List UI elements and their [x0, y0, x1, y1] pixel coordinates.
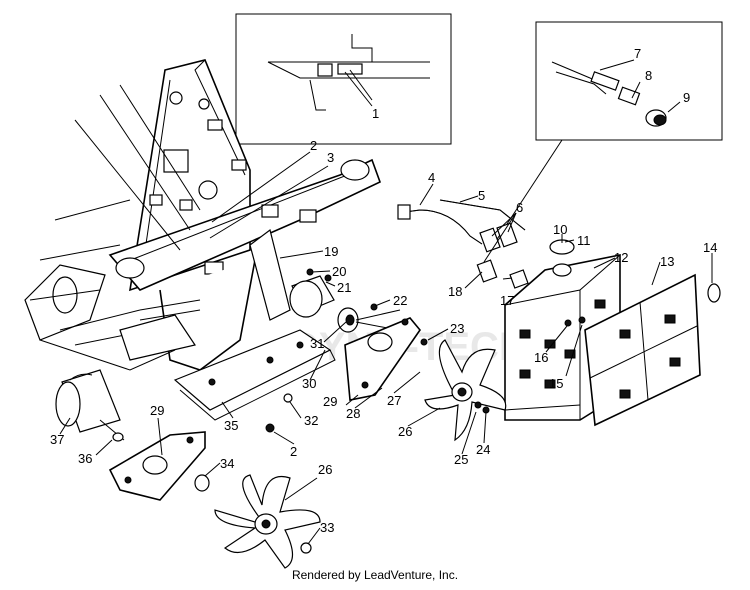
callout-5: 5: [478, 188, 485, 203]
inset-detail-2: [489, 21, 723, 251]
callout-36: 36: [78, 451, 92, 466]
callout-11: 11: [577, 233, 591, 248]
callout-21: 21: [337, 280, 351, 295]
callout-20: 20: [332, 264, 346, 279]
callout-10: 10: [553, 222, 567, 237]
callout-19: 19: [324, 244, 338, 259]
screen: [584, 273, 721, 427]
callout-13: 13: [660, 254, 674, 269]
bracket-upper: [344, 317, 422, 401]
bracket-lower: [108, 431, 206, 501]
callout-labels: 1 2 3 4 5 6 7 8 9 10 11 12 13 14 15 16 1…: [50, 46, 717, 535]
callout-28: 28: [346, 406, 360, 421]
clip-32: [283, 393, 293, 403]
inset-detail-1: [235, 13, 452, 145]
callout-24: 24: [476, 442, 490, 457]
callout-2-lower: 2: [290, 444, 297, 459]
callout-16: 16: [534, 350, 548, 365]
callout-9: 9: [683, 90, 690, 105]
callout-17: 17: [500, 293, 514, 308]
spacer-34: [194, 474, 210, 492]
callout-2: 2: [310, 138, 317, 153]
nut-2: [265, 423, 275, 433]
callout-14: 14: [703, 240, 717, 255]
callout-4: 4: [428, 170, 435, 185]
hoses: [397, 199, 529, 289]
callout-34: 34: [220, 456, 234, 471]
footer-credit: Rendered by LeadVenture, Inc.: [291, 568, 459, 582]
callout-33: 33: [320, 520, 334, 535]
callout-22: 22: [393, 293, 407, 308]
callout-12: 12: [614, 250, 628, 265]
callout-27: 27: [387, 393, 401, 408]
fan-upper: [424, 339, 507, 442]
frame-assembly: [24, 59, 382, 421]
callout-29-lower: 29: [150, 403, 164, 418]
callout-26-upper: 26: [398, 424, 412, 439]
callout-7: 7: [634, 46, 641, 61]
callout-8: 8: [645, 68, 652, 83]
callout-25: 25: [454, 452, 468, 467]
fan-motor-lower: [55, 369, 125, 442]
callout-6: 6: [516, 200, 523, 215]
callout-31: 31: [310, 336, 324, 351]
callout-26-lower: 26: [318, 462, 332, 477]
callout-23: 23: [450, 321, 464, 336]
callout-37: 37: [50, 432, 64, 447]
callout-15: 15: [549, 376, 563, 391]
callout-35: 35: [224, 418, 238, 433]
leader-lines: [59, 71, 713, 545]
fan-lower: [214, 474, 321, 569]
callout-29-upper: 29: [323, 394, 337, 409]
callout-18: 18: [448, 284, 462, 299]
nut-33: [300, 542, 312, 554]
callout-30: 30: [302, 376, 316, 391]
callout-3: 3: [327, 150, 334, 165]
fan-motor-upper: [289, 275, 401, 333]
callout-1: 1: [372, 106, 379, 121]
callout-32: 32: [304, 413, 318, 428]
